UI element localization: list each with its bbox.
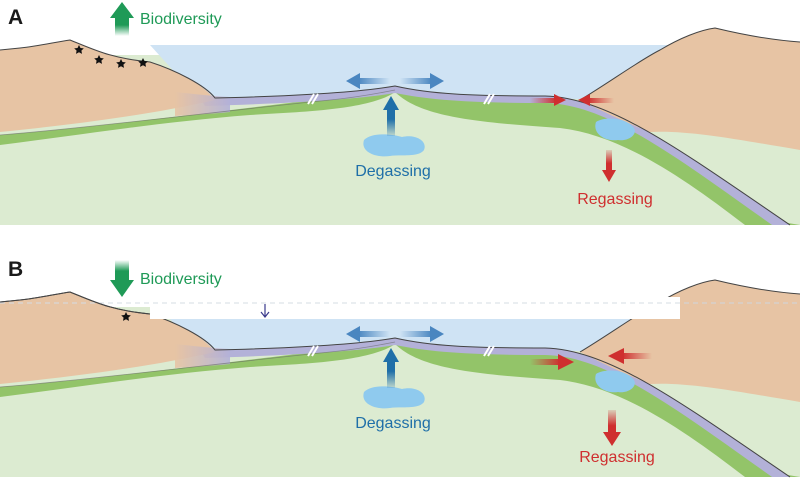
panel-b: B Biodiversity Degassing [0,258,800,478]
star-fossil-icon [121,312,131,321]
sea-level-drop-gap [150,297,680,319]
panel-b-letter: B [8,258,23,281]
panel-a-biodiversity-label: Biodiversity [140,11,222,28]
panel-b-degassing-label: Degassing [355,415,431,432]
spreading-arrows [346,326,444,342]
regassing-arrow-icon [602,150,616,182]
panel-b-biodiversity-label: Biodiversity [140,271,222,288]
star-fossil-icon [74,45,148,68]
panel-a-regassing-label: Regassing [577,191,653,208]
degassing-arrow-icon [383,96,399,136]
degassing-arrow-icon [383,348,399,388]
arrow-down-icon [110,260,134,297]
panel-a: A Biodiversity Degassing [0,2,800,226]
panel-a-geology [0,27,800,226]
spreading-arrows [346,73,444,89]
sea-level-drop-arrow-icon [260,304,270,318]
subduction-arrows [530,348,652,370]
panel-a-degassing-label: Degassing [355,163,431,180]
subduction-arrows [530,94,614,106]
arrow-up-icon [110,2,134,36]
regassing-arrow-icon [603,410,621,446]
panel-b-regassing-label: Regassing [579,449,655,466]
panel-a-letter: A [8,6,23,29]
